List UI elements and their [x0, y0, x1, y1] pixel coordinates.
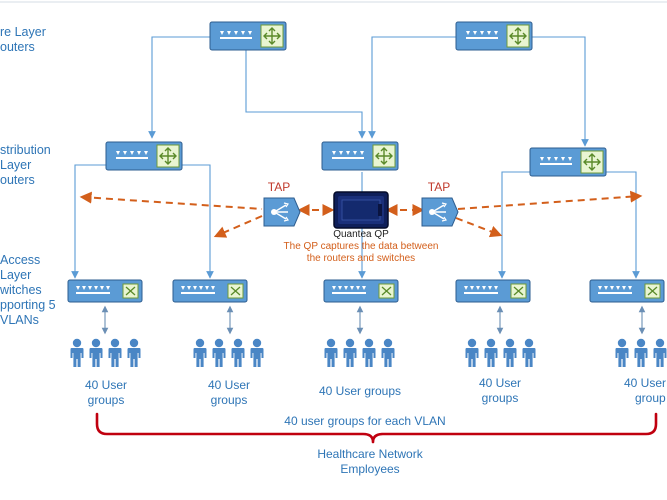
- router-icon: [372, 144, 396, 168]
- user-group-label-line: 40 User: [478, 376, 522, 390]
- user-group-label-line: groups: [87, 393, 125, 407]
- access-layer-label: Access Layer witches pporting 5 VLANs: [0, 253, 56, 328]
- switch-icon: [378, 283, 395, 299]
- core-layer-label-line: outers: [0, 40, 35, 54]
- distribution-layer-label-line: Layer: [0, 158, 32, 172]
- distribution-layer-label-line: outers: [0, 173, 35, 187]
- switch-icon: [644, 283, 661, 299]
- switch-icon: [227, 283, 244, 299]
- quantea-qp-device: [333, 191, 389, 229]
- access-switch-1: [67, 279, 143, 303]
- distribution-router-left: [105, 141, 183, 171]
- person-icon: [231, 338, 245, 367]
- tap-links: [79, 190, 643, 238]
- user-group-4: [465, 338, 536, 367]
- core-router-left: [209, 21, 287, 51]
- router-icon: [580, 150, 604, 174]
- user-group-3: [324, 338, 395, 367]
- person-icon: [465, 338, 479, 367]
- distribution-layer-label-line: stribution: [0, 143, 51, 157]
- access-switch-3: [323, 279, 399, 303]
- router-icon: [506, 24, 530, 48]
- network-links: [71, 36, 640, 279]
- access-layer-label-line: Layer: [0, 268, 32, 282]
- access-layer-label-line: VLANs: [0, 313, 39, 327]
- router-icon: [260, 24, 284, 48]
- user-group-1-label: 40 User groups: [71, 378, 141, 408]
- tap-icon: [263, 197, 301, 227]
- user-group-label-line: 40 User: [624, 376, 667, 390]
- access-layer-label-line: Access: [0, 253, 41, 267]
- person-icon: [484, 338, 498, 367]
- vlan-caption: 40 user groups for each VLAN: [284, 414, 446, 428]
- user-group-2: [193, 338, 264, 367]
- capture-appliance-icon: [333, 191, 389, 229]
- access-switch-4: [455, 279, 531, 303]
- distribution-router-right: [529, 147, 607, 177]
- switch-icon: [122, 283, 139, 299]
- switch-icon: [510, 283, 527, 299]
- qp-caption-line: the routers and switches: [306, 253, 416, 264]
- core-layer-label: re Layer outers: [0, 25, 46, 55]
- tap-label-left: TAP: [267, 180, 291, 194]
- user-group-5-label: 40 User group: [624, 376, 667, 406]
- distribution-layer-label: stribution Layer outers: [0, 143, 51, 188]
- person-icon: [653, 338, 667, 367]
- person-icon: [615, 338, 629, 367]
- user-group-1: [70, 338, 141, 367]
- access-layer-label-line: witches: [0, 283, 42, 297]
- person-icon: [193, 338, 207, 367]
- qp-caption: The QP captures the data between the rou…: [266, 241, 456, 265]
- person-icon: [343, 338, 357, 367]
- employees-caption-line: Employees: [340, 462, 400, 476]
- access-layer-label-line: pporting 5: [0, 298, 56, 312]
- user-group-label-line: 40 User: [84, 378, 128, 392]
- router-icon: [156, 144, 180, 168]
- core-layer-label-line: re Layer: [0, 25, 46, 39]
- person-icon: [127, 338, 141, 367]
- person-icon: [362, 338, 376, 367]
- tap-device-right: [421, 197, 459, 227]
- person-icon: [250, 338, 264, 367]
- user-group-2-label: 40 User groups: [194, 378, 264, 408]
- user-group-3-label: 40 User groups: [318, 384, 402, 398]
- person-icon: [89, 338, 103, 367]
- qp-name: Quantea QP: [333, 229, 389, 240]
- person-icon: [70, 338, 84, 367]
- employees-caption: Healthcare Network Employees: [290, 447, 450, 477]
- tap-device-left: [263, 197, 301, 227]
- access-switch-5: [589, 279, 665, 303]
- tap-label-right: TAP: [427, 180, 451, 194]
- core-router-right: [455, 21, 533, 51]
- brace-icon: [95, 412, 658, 444]
- person-icon: [503, 338, 517, 367]
- person-icon: [212, 338, 226, 367]
- employees-caption-line: Healthcare Network: [317, 447, 423, 461]
- user-group-5: [615, 338, 667, 367]
- access-switch-2: [172, 279, 248, 303]
- tap-icon: [421, 197, 459, 227]
- person-icon: [522, 338, 536, 367]
- user-group-label-line: groups: [210, 393, 248, 407]
- distribution-router-center: [321, 141, 399, 171]
- person-icon: [324, 338, 338, 367]
- user-group-label-line: group: [635, 391, 666, 405]
- person-icon: [381, 338, 395, 367]
- bidirectional-arrow-icon: [101, 305, 646, 335]
- user-group-label-line: 40 User: [207, 378, 251, 392]
- qp-caption-line: The QP captures the data between: [283, 241, 439, 252]
- person-icon: [634, 338, 648, 367]
- user-group-label-line: groups: [481, 391, 519, 405]
- person-icon: [108, 338, 122, 367]
- user-group-4-label: 40 User groups: [465, 376, 535, 406]
